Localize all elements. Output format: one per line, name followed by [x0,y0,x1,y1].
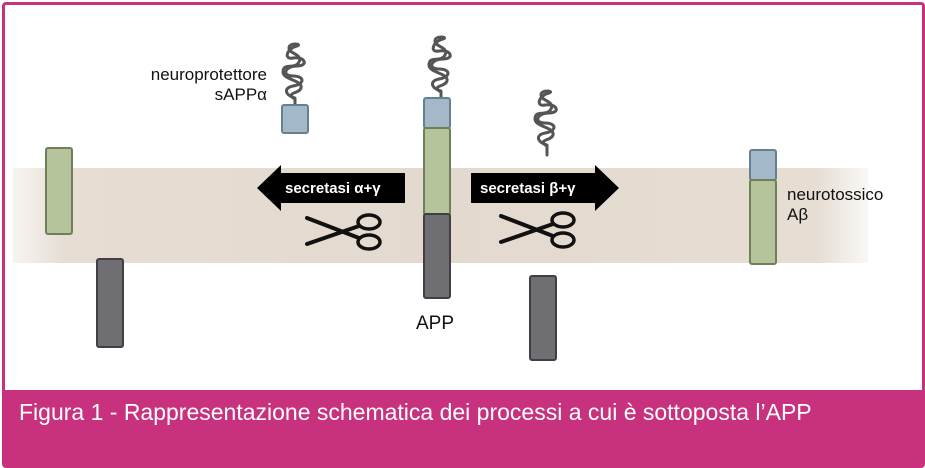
abeta-label-line2: Aβ [787,205,809,224]
sappa-coil [281,42,306,110]
abeta-green-domain [749,179,777,265]
abeta-label-line1: neurotossico [787,185,884,204]
abeta-blue-domain [749,149,777,181]
left-arrow [257,165,405,211]
app-gray-domain [423,213,451,299]
right-arrow-label: secretasi β+γ [480,180,576,197]
sappa-domain [281,104,309,134]
caption-bar: Figura 1 - Rappresentazione schematica d… [5,390,922,465]
app-coil [427,35,452,103]
sappa-label: neuroprotettore sAPPα [85,65,267,105]
sappa-label-line1: neuroprotettore [150,65,267,84]
app-label: APP [416,313,455,334]
sappa-label-line2: sAPPα [214,85,267,104]
right-arrow [471,165,619,211]
app-blue-domain [423,97,451,129]
fragment-green-left [45,147,73,235]
scissors-icon-right [499,211,576,249]
fragment-gray-right [529,275,557,361]
scissors-icon-left [305,213,382,251]
abeta-label: neurotossico Aβ [787,185,883,225]
app-green-domain [423,127,451,216]
sappb-coil [533,89,558,157]
figure-caption: Figura 1 - Rappresentazione schematica d… [19,399,812,425]
fragment-gray-left [96,258,124,348]
left-arrow-label: secretasi α+γ [285,180,381,197]
